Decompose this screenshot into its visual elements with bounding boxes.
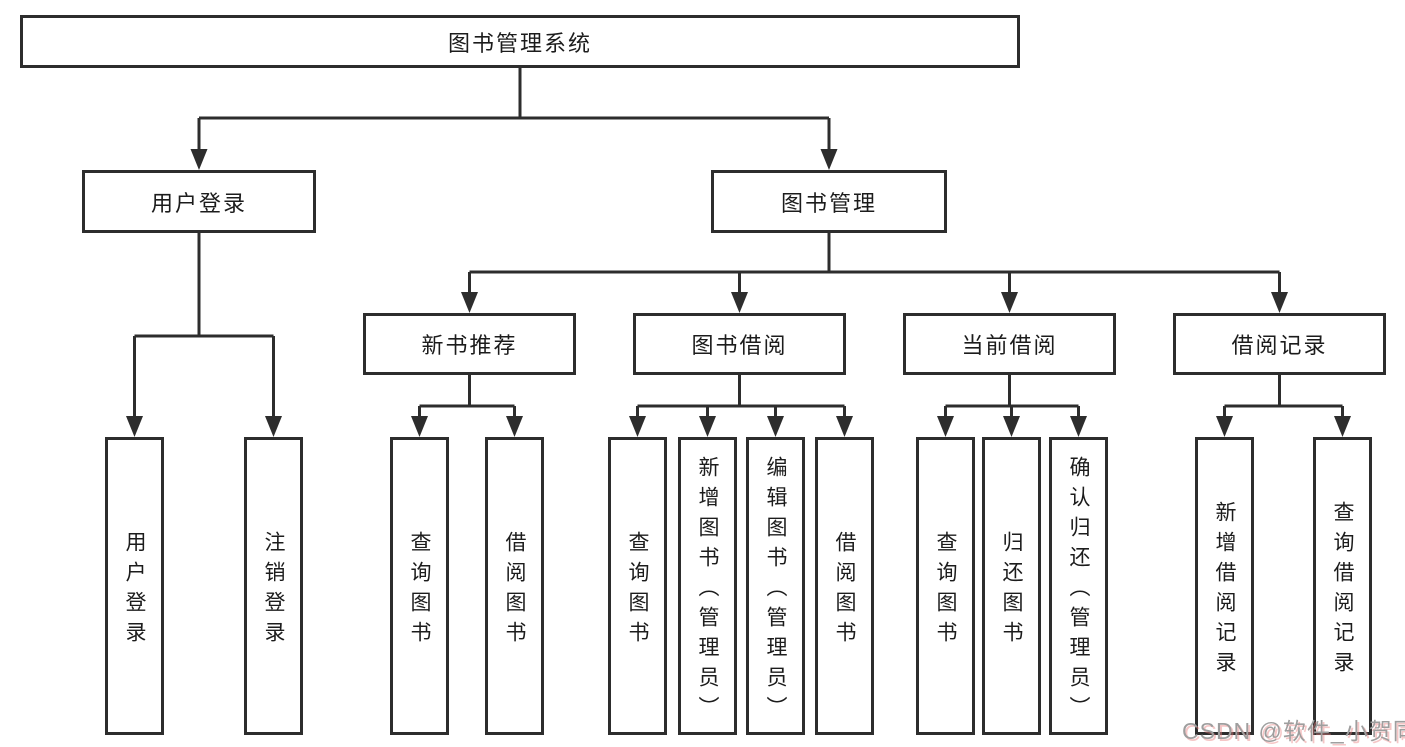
leaf-edit-books-admin: 编辑图书（管理员）	[746, 437, 805, 735]
node-label: 图书管理	[780, 190, 877, 216]
node-label: 图书借阅	[691, 333, 788, 358]
leaf-user-login: 用户登录	[105, 437, 164, 735]
node-label: 归还图书	[1000, 530, 1023, 651]
arrowhead	[731, 292, 748, 313]
node-label: 新增借阅记录	[1213, 500, 1236, 681]
node-label: 确认归还（管理员）	[1067, 455, 1090, 726]
leaf-logout: 注销登录	[244, 437, 303, 735]
arrowhead	[1070, 416, 1087, 437]
node-current-borrow: 当前借阅	[903, 313, 1116, 375]
leaf-return-books: 归还图书	[982, 437, 1041, 735]
arrowhead	[1334, 416, 1351, 437]
leaf-query-books: 查询图书	[608, 437, 667, 735]
arrowhead	[411, 416, 428, 437]
leaf-query-books: 查询图书	[390, 437, 449, 735]
node-label: 新书推荐	[421, 333, 518, 358]
node-new-book-recommend: 新书推荐	[363, 313, 576, 375]
arrowhead	[190, 149, 208, 170]
arrowhead	[1216, 416, 1233, 437]
node-label: 用户登录	[123, 530, 146, 651]
node-label: 借阅图书	[503, 530, 526, 651]
node-label: 编辑图书（管理员）	[764, 455, 787, 726]
node-label: 查询图书	[408, 530, 431, 651]
leaf-query-borrow-record: 查询借阅记录	[1313, 437, 1372, 735]
arrowhead	[1271, 292, 1288, 313]
node-user-login: 用户登录	[82, 170, 316, 233]
arrowhead	[699, 416, 716, 437]
leaf-query-books: 查询图书	[916, 437, 975, 735]
node-label: 查询图书	[626, 530, 649, 651]
arrowhead	[506, 416, 523, 437]
arrowhead	[461, 292, 478, 313]
arrowhead	[767, 416, 784, 437]
arrowhead	[126, 416, 143, 437]
node-label: 新增图书（管理员）	[696, 455, 719, 726]
node-label: 借阅图书	[833, 530, 856, 651]
node-label: 用户登录	[150, 190, 247, 216]
leaf-add-borrow-record: 新增借阅记录	[1195, 437, 1254, 735]
node-book-borrow: 图书借阅	[633, 313, 846, 375]
watermark: CSDN @软件_小贺同学	[1182, 718, 1405, 744]
leaf-borrow-books: 借阅图书	[815, 437, 874, 735]
arrowhead	[937, 416, 954, 437]
leaf-add-books-admin: 新增图书（管理员）	[678, 437, 737, 735]
arrowhead	[265, 416, 282, 437]
arrowhead	[820, 149, 838, 170]
node-label: 查询借阅记录	[1331, 500, 1354, 681]
node-label: 借阅记录	[1231, 333, 1328, 358]
node-label: 图书管理系统	[447, 30, 592, 56]
node-library-management-system: 图书管理系统	[20, 15, 1020, 68]
node-borrow-records: 借阅记录	[1173, 313, 1386, 375]
node-book-management: 图书管理	[711, 170, 947, 233]
node-label: 注销登录	[262, 530, 285, 651]
arrowhead	[836, 416, 853, 437]
arrowhead	[629, 416, 646, 437]
leaf-borrow-books: 借阅图书	[485, 437, 544, 735]
arrowhead	[1003, 416, 1020, 437]
arrowhead	[1001, 292, 1018, 313]
leaf-confirm-return-admin: 确认归还（管理员）	[1049, 437, 1108, 735]
node-label: 查询图书	[934, 530, 957, 651]
node-label: 当前借阅	[961, 333, 1058, 358]
